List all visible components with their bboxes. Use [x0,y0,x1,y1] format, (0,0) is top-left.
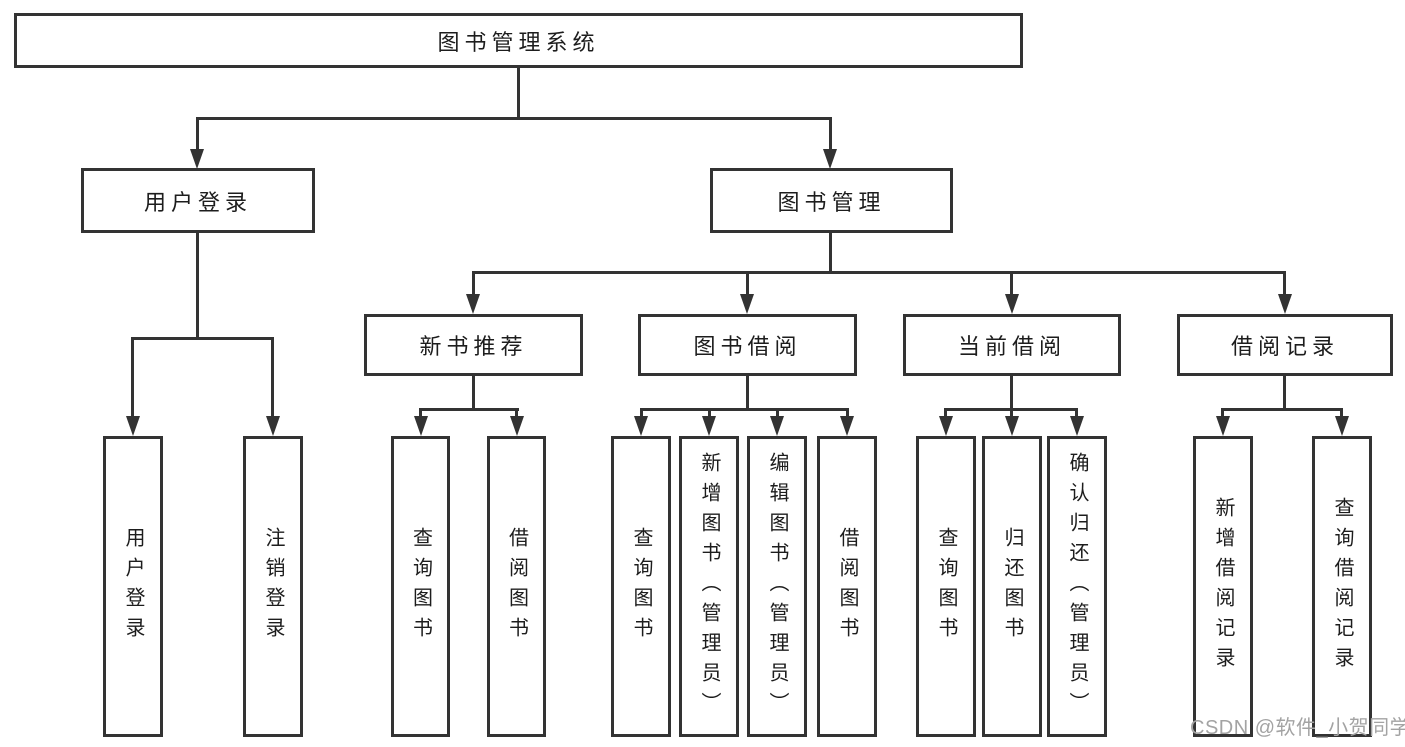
node-add-books-admin: 新增图书（管理员） [679,436,739,737]
connector-leaf-stub [944,408,947,418]
node-return-books: 归还图书 [982,436,1042,737]
connector-to-logout-leaf [271,337,274,417]
connector-leaf-stub [1340,408,1343,418]
node-logout: 注销登录 [243,436,303,737]
arrow-down-icon [840,416,854,436]
connector-user-login-stem [196,233,199,337]
connector-to-user-login-leaf [131,337,134,417]
connector-leaf-stub [1075,408,1078,418]
arrow-down-icon [702,416,716,436]
connector-to-borrow-record [1283,271,1286,297]
arrow-down-icon [1005,416,1019,436]
arrow-down-icon [1005,294,1019,314]
node-query-books-current: 查询图书 [916,436,976,737]
arrow-down-icon [770,416,784,436]
node-user-login-leaf: 用户登录 [103,436,163,737]
node-book-management: 图书管理 [710,168,953,233]
arrow-down-icon [634,416,648,436]
connector-user-login-split [131,337,274,340]
connector-level3-split [472,271,1286,274]
node-current-borrowing: 当前借阅 [903,314,1121,376]
node-add-borrow-record: 新增借阅记录 [1193,436,1253,737]
arrow-down-icon [823,149,837,169]
arrow-down-icon [939,416,953,436]
connector-level2-split [196,117,832,120]
node-edit-books-admin: 编辑图书（管理员） [747,436,807,737]
node-query-books-borrowing: 查询图书 [611,436,671,737]
arrow-down-icon [414,416,428,436]
connector-leaf-stub [776,408,779,418]
connector-leaf-stub [1010,408,1013,418]
connector-current-borrow-stem [1010,376,1013,408]
arrow-down-icon [190,149,204,169]
connector-root-stem [517,68,520,117]
node-query-books-recommend: 查询图书 [391,436,450,737]
arrow-down-icon [510,416,524,436]
connector-new-book-split [419,408,519,411]
arrow-down-icon [1278,294,1292,314]
connector-leaf-stub [419,408,422,418]
arrow-down-icon [1070,416,1084,436]
connector-leaf-stub [640,408,643,418]
connector-book-borrow-split [640,408,848,411]
node-book-borrowing: 图书借阅 [638,314,857,376]
connector-to-book-management [829,117,832,151]
connector-book-borrow-stem [746,376,749,408]
connector-leaf-stub [515,408,518,418]
node-new-book-recommendation: 新书推荐 [364,314,583,376]
node-query-borrow-record: 查询借阅记录 [1312,436,1372,737]
connector-to-user-login [196,117,199,151]
arrow-down-icon [1335,416,1349,436]
csdn-watermark: CSDN @软件_小贺同学 [1190,717,1405,739]
node-library-management-system: 图书管理系统 [14,13,1023,68]
node-borrowing-records: 借阅记录 [1177,314,1393,376]
connector-leaf-stub [846,408,849,418]
arrow-down-icon [466,294,480,314]
arrow-down-icon [740,294,754,314]
connector-leaf-stub [1221,408,1224,418]
connector-to-new-book [472,271,475,297]
node-borrow-books-recommend: 借阅图书 [487,436,546,737]
arrow-down-icon [1216,416,1230,436]
node-confirm-return-admin: 确认归还（管理员） [1047,436,1107,737]
connector-new-book-stem [472,376,475,408]
arrow-down-icon [266,416,280,436]
node-user-login: 用户登录 [81,168,315,233]
connector-leaf-stub [708,408,711,418]
connector-borrow-record-split [1221,408,1342,411]
connector-book-management-stem [829,233,832,274]
connector-borrow-record-stem [1283,376,1286,408]
connector-to-book-borrow [746,271,749,297]
node-borrow-books-borrowing: 借阅图书 [817,436,877,737]
connector-to-current-borrow [1010,271,1013,297]
arrow-down-icon [126,416,140,436]
